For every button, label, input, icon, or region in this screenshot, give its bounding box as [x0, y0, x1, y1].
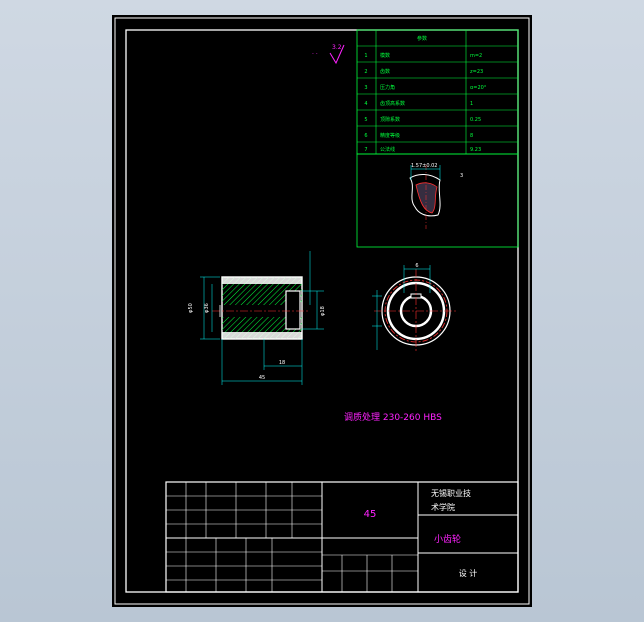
dim-bore: φ18	[320, 306, 326, 316]
param-name: 精度等级	[380, 132, 400, 139]
drawing-sheet: 3.2 · · 参数 1 模数 m=2 2 齿数 z=23 3 压力角 α=20…	[112, 15, 532, 607]
param-index: 6	[364, 133, 367, 139]
table-header: 参数	[417, 35, 427, 42]
dim-keyway: 6	[415, 263, 418, 269]
dim-root-diameter: φ36	[204, 303, 210, 313]
outer-border	[114, 17, 530, 605]
detail-label: 3	[460, 173, 463, 179]
param-index: 3	[364, 85, 367, 91]
material-label: 45	[364, 509, 377, 520]
roughness-value: 3.2	[332, 44, 342, 51]
param-value: z=23	[470, 69, 483, 75]
param-name: 顶隙系数	[380, 116, 400, 123]
drawing-canvas: 3.2 · · 参数 1 模数 m=2 2 齿数 z=23 3 压力角 α=20…	[114, 17, 530, 605]
detail-tolerance: 1.57±0.02	[411, 163, 437, 169]
title-block: 45 无锡职业技 术学院 小齿轮 设 计	[165, 481, 519, 593]
param-name: 模数	[380, 52, 390, 59]
heat-treatment-note: 调质处理 230-260 HBS	[344, 411, 442, 423]
tooth-detail-view: 1.57±0.02 3	[356, 153, 519, 248]
school-name-line2: 术学院	[431, 502, 455, 512]
param-value: m=2	[470, 53, 482, 59]
param-index: 1	[364, 53, 367, 59]
param-name: 齿顶高系数	[380, 100, 405, 107]
dim-hub-length: 18	[279, 360, 285, 366]
dim-outer-diameter: φ50	[188, 303, 194, 313]
param-value: 1	[470, 101, 473, 107]
gear-parameter-table: 参数 1 模数 m=2 2 齿数 z=23 3 压力角 α=20° 4 齿顶高系…	[356, 29, 519, 155]
gear-front-view: 6	[372, 263, 458, 353]
part-name: 小齿轮	[434, 533, 461, 545]
param-index: 4	[364, 101, 367, 107]
gear-section-view: φ50 φ36 φ18 45 18	[188, 251, 326, 385]
surface-roughness-mark: 3.2 · ·	[312, 44, 345, 65]
param-index: 2	[364, 69, 367, 75]
svg-text:· ·: · ·	[312, 51, 318, 58]
param-name: 压力角	[380, 84, 395, 91]
param-name: 公法线	[380, 146, 395, 153]
dim-total-length: 45	[259, 375, 265, 381]
school-name-line1: 无锡职业技	[431, 488, 471, 498]
drawing-label: 设 计	[459, 568, 478, 578]
param-index: 5	[364, 117, 367, 123]
param-value: 0.25	[470, 117, 481, 123]
param-value: 9.23	[470, 147, 481, 153]
param-value: α=20°	[470, 85, 487, 91]
param-index: 7	[364, 147, 367, 153]
param-name: 齿数	[380, 68, 390, 75]
param-value: 8	[470, 133, 473, 139]
